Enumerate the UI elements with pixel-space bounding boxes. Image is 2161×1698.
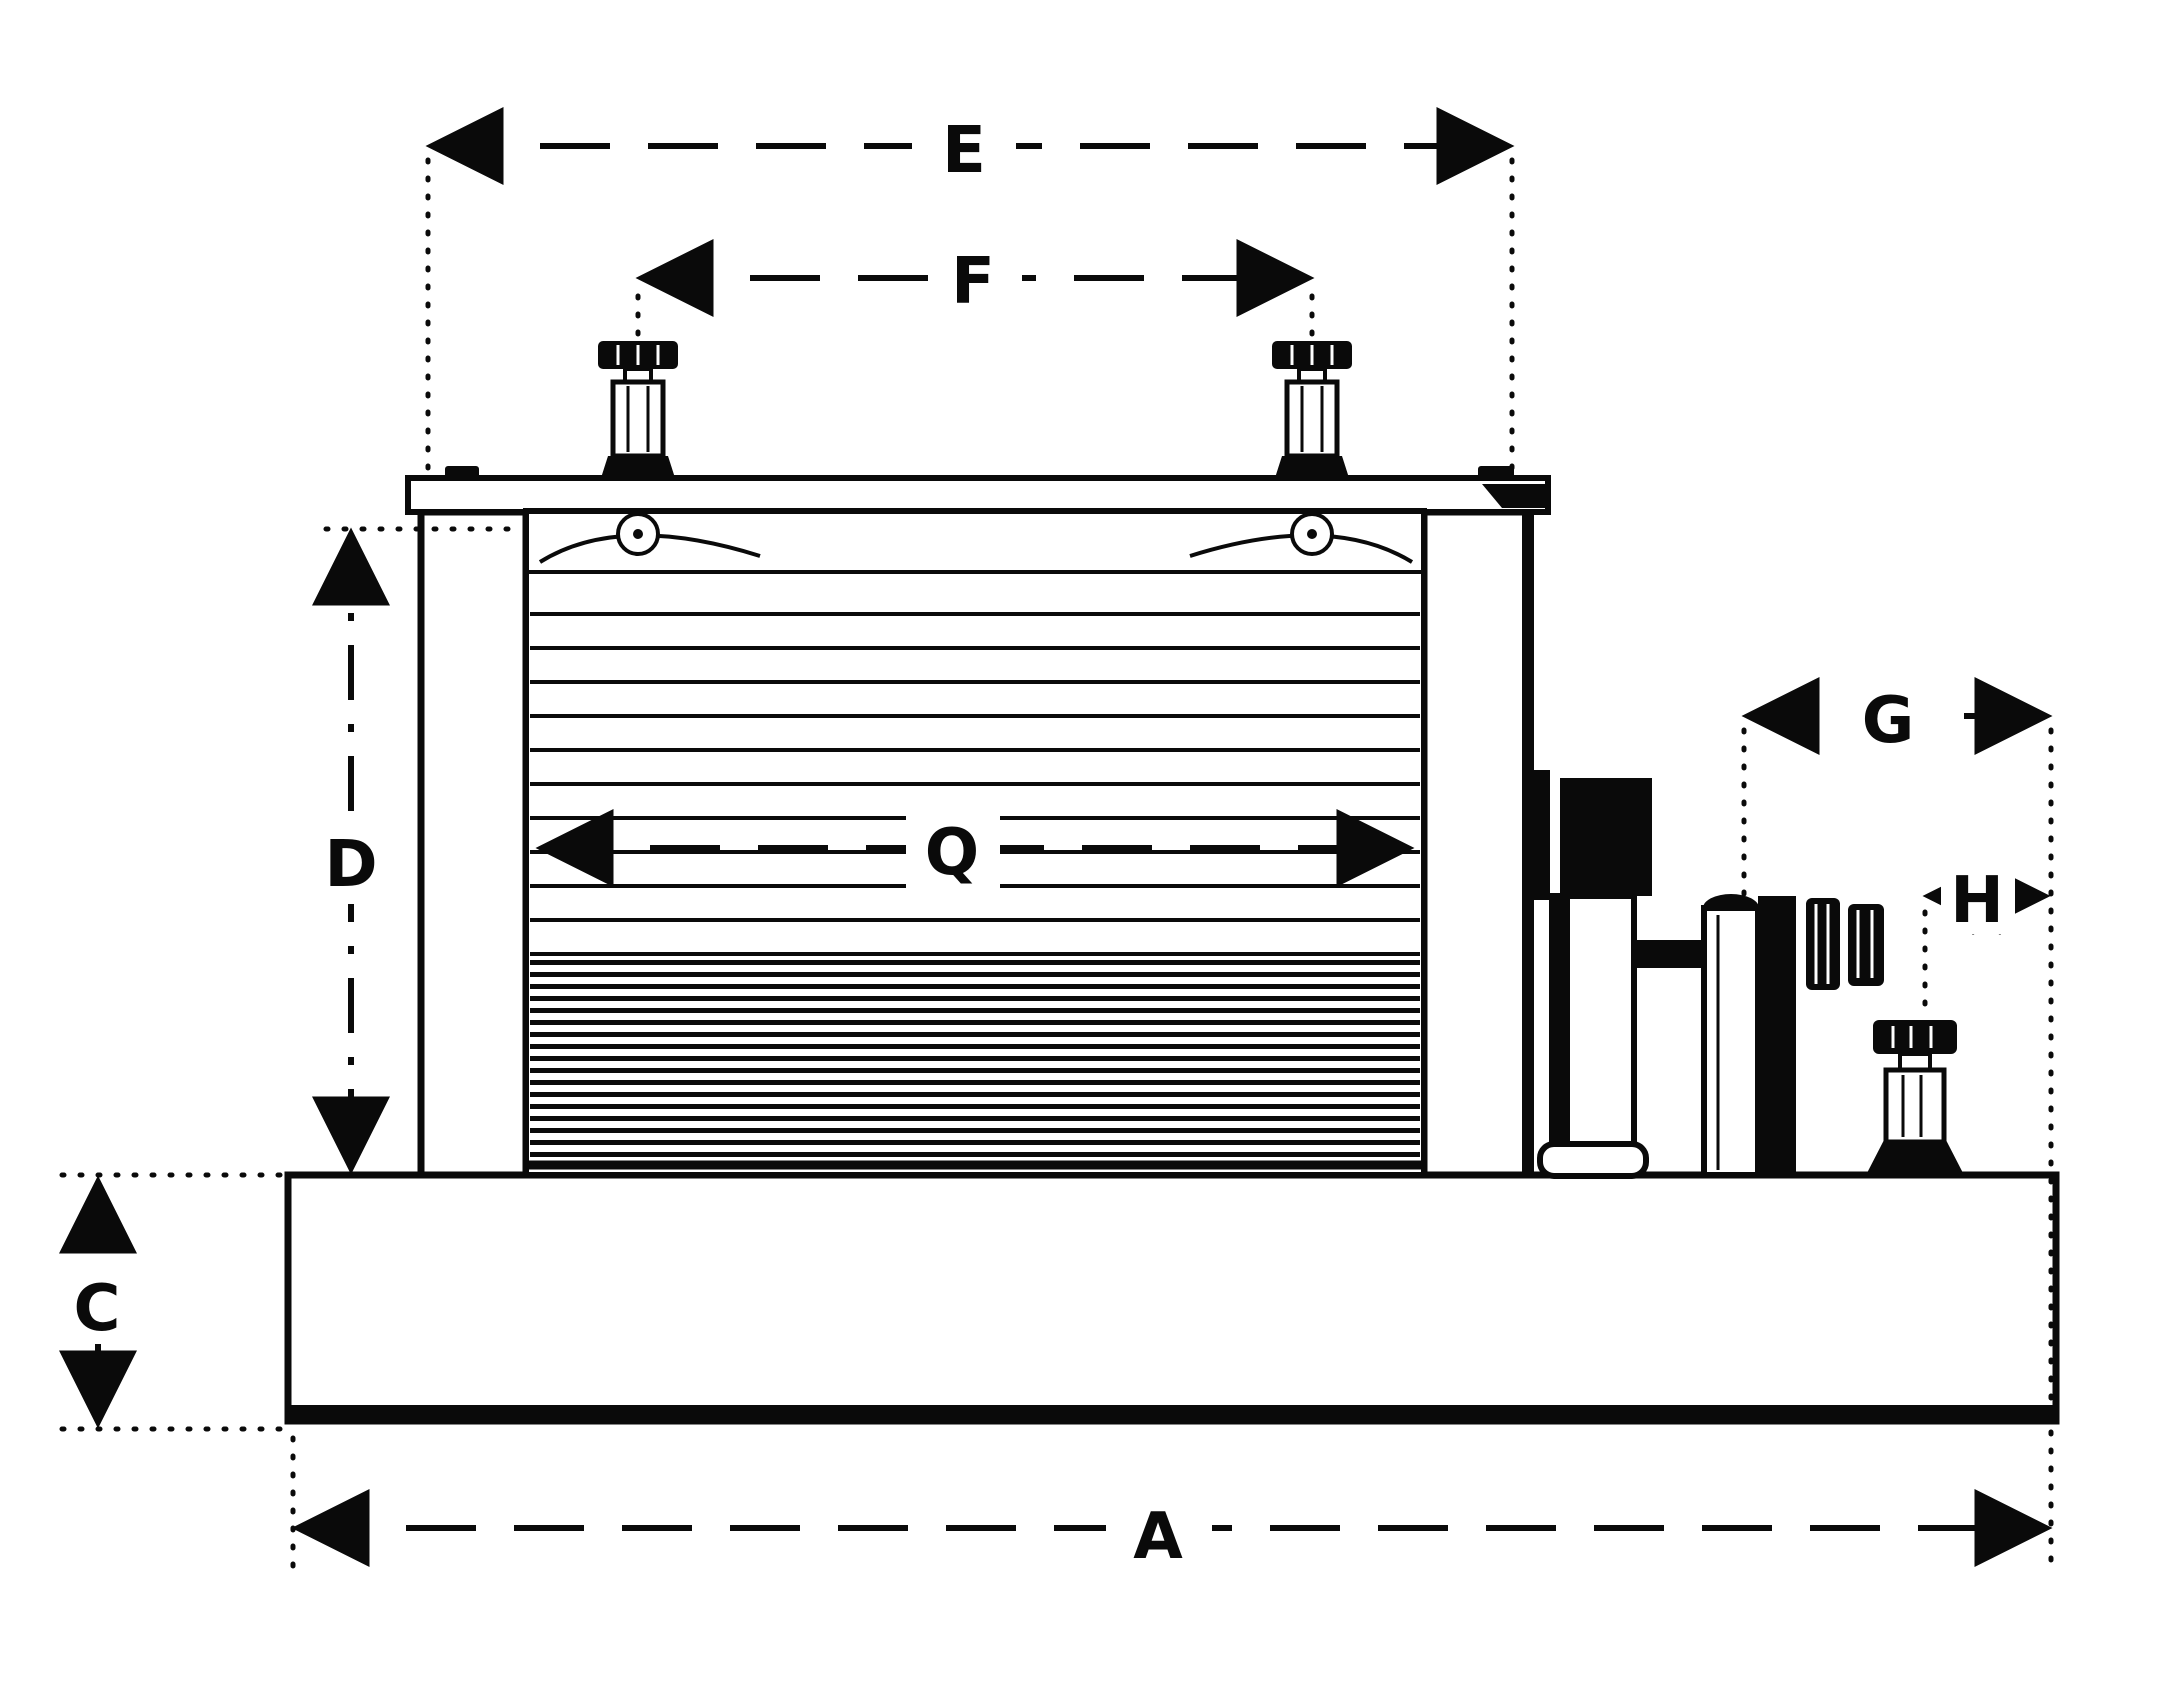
- cylinder-foot: [1537, 1141, 1649, 1179]
- adjusting-knurl-wheels: [1806, 898, 1884, 990]
- dimension-g: G: [1741, 676, 2054, 1573]
- terminal-post-left: [598, 341, 678, 481]
- coil-assembly: [405, 341, 1551, 1179]
- dim-label-a: A: [1133, 1500, 1183, 1574]
- contact-post: [1701, 905, 1761, 1178]
- dimension-c: C: [58, 1172, 287, 1432]
- dim-label-e: E: [942, 114, 986, 188]
- dim-label-h: H: [1950, 864, 2004, 938]
- dim-label-g: G: [1862, 684, 1915, 758]
- dimension-q: Q: [535, 806, 1415, 890]
- dim-label-q: Q: [925, 816, 979, 890]
- dim-label-c: C: [74, 1272, 121, 1346]
- terminal-post-right: [1272, 341, 1352, 481]
- binding-post-right: [1866, 1020, 1964, 1175]
- base-board: [284, 1171, 2060, 1425]
- coil-upright-left: [417, 508, 530, 1179]
- dim-label-d: D: [324, 828, 377, 902]
- dimension-a: A: [290, 1435, 2053, 1574]
- winding-coarse: [530, 588, 1420, 959]
- winding-fine: [530, 959, 1420, 1165]
- condenser-block: [1560, 778, 1652, 896]
- coil-upright-right: [1420, 508, 1532, 1179]
- plate-screw-right: [1478, 466, 1514, 480]
- interrupter-assembly: [1528, 770, 1884, 1179]
- dimension-d: D: [310, 526, 525, 1175]
- dimension-e: E: [425, 104, 1515, 473]
- dimension-f: F: [635, 238, 1315, 341]
- side-tab: [1528, 770, 1550, 900]
- coil-top-plate: [405, 466, 1551, 515]
- contact-arm: [1634, 940, 1706, 968]
- plate-screw-left: [445, 466, 479, 480]
- dimension-h: H: [1922, 856, 2051, 1015]
- post-dark-bar: [1758, 896, 1796, 1175]
- dim-label-f: F: [951, 245, 995, 319]
